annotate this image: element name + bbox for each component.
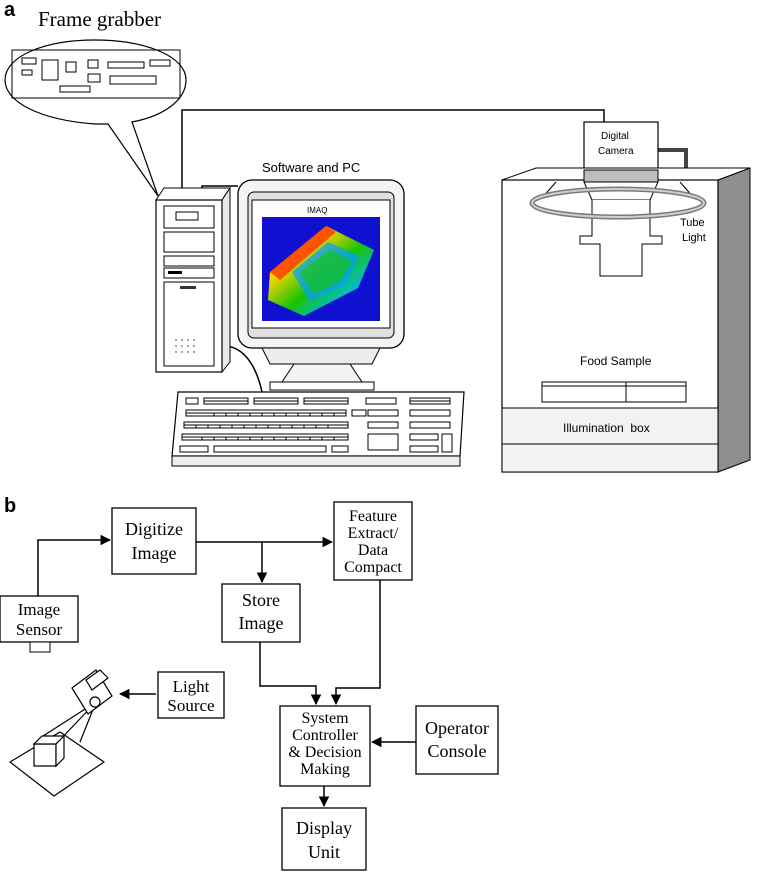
scene-camera-lens bbox=[85, 669, 109, 691]
tube-light-ring bbox=[529, 181, 707, 220]
display-label-line2: Unit bbox=[308, 842, 340, 862]
store-label-line2: Image bbox=[239, 613, 284, 633]
scene-cube-side bbox=[55, 734, 65, 768]
panel-b: b Digitize Image Feature Extract/ Data C… bbox=[0, 495, 499, 871]
software-pc-label: Software and PC bbox=[262, 160, 360, 175]
light-source-box: Light Source bbox=[157, 671, 225, 719]
operator-label-line1: Operator bbox=[425, 718, 489, 738]
food-sample-label: Food Sample bbox=[580, 354, 652, 368]
keyboard bbox=[171, 391, 465, 467]
feature-label-line4: Compact bbox=[344, 559, 402, 576]
display-label-line1: Display bbox=[296, 818, 352, 838]
digital-camera: Digital Camera bbox=[583, 121, 659, 175]
camera-label-line1: Digital bbox=[601, 131, 629, 142]
panel-a-letter: a bbox=[4, 0, 16, 21]
light-label-line2: Source bbox=[167, 696, 214, 715]
frame-grabber-callout: Frame grabber bbox=[4, 7, 187, 197]
illumination-box: Tube Light Food Sample Illumination box bbox=[501, 167, 751, 473]
store-label-line1: Store bbox=[242, 590, 280, 610]
feature-label-line3: Data bbox=[358, 542, 388, 559]
panel-a: a Frame grabber bbox=[4, 0, 751, 473]
sensor-label-line1: Image bbox=[18, 600, 60, 619]
feature-extract-box: Feature Extract/ Data Compact bbox=[333, 501, 413, 581]
operator-label-line2: Console bbox=[427, 741, 486, 761]
system-label-line1: System bbox=[301, 710, 349, 727]
frame-grabber-card bbox=[11, 49, 181, 99]
display-unit-box: Display Unit bbox=[281, 807, 367, 871]
arrow-sensor-to-digitize bbox=[37, 534, 112, 596]
food-sample-tray bbox=[541, 381, 687, 403]
scene-cube-front bbox=[33, 743, 57, 767]
scene-illustration bbox=[8, 669, 113, 797]
system-controller-box: System Controller & Decision Making bbox=[279, 705, 371, 787]
store-image-box: Store Image bbox=[221, 583, 301, 643]
digitize-label-line1: Digitize bbox=[125, 519, 183, 539]
pc-tower bbox=[155, 186, 231, 374]
feature-label-line1: Feature bbox=[349, 508, 397, 525]
light-label-line1: Light bbox=[173, 677, 210, 696]
operator-console-box: Operator Console bbox=[415, 705, 499, 775]
monitor-screen-label: IMAQ bbox=[307, 206, 327, 215]
feature-label-line2: Extract/ bbox=[348, 525, 399, 542]
camera-label-line2: Camera bbox=[598, 146, 634, 157]
digitize-image-box: Digitize Image bbox=[111, 507, 197, 575]
frame-grabber-label: Frame grabber bbox=[38, 7, 161, 31]
arrow-feature-to-system bbox=[330, 580, 381, 706]
tube-light-line2: Light bbox=[682, 232, 706, 244]
flow-connectors bbox=[37, 534, 416, 808]
arrow-store-to-system bbox=[259, 642, 322, 706]
system-label-line2: Controller bbox=[292, 727, 358, 744]
illumination-box-label: Illumination box bbox=[563, 421, 650, 435]
sensor-label-line2: Sensor bbox=[16, 620, 63, 639]
heatmap-sample-image bbox=[268, 226, 374, 316]
pc-monitor: Software and PC IMAQ bbox=[237, 160, 405, 391]
system-label-line3: & Decision bbox=[288, 744, 361, 761]
tube-light-line1: Tube bbox=[680, 217, 705, 229]
system-label-line4: Making bbox=[300, 761, 350, 778]
image-sensor-box: Image Sensor bbox=[0, 595, 79, 653]
camera-light-cable bbox=[658, 148, 688, 172]
digitize-label-line2: Image bbox=[132, 543, 177, 563]
panel-b-letter: b bbox=[4, 495, 16, 517]
